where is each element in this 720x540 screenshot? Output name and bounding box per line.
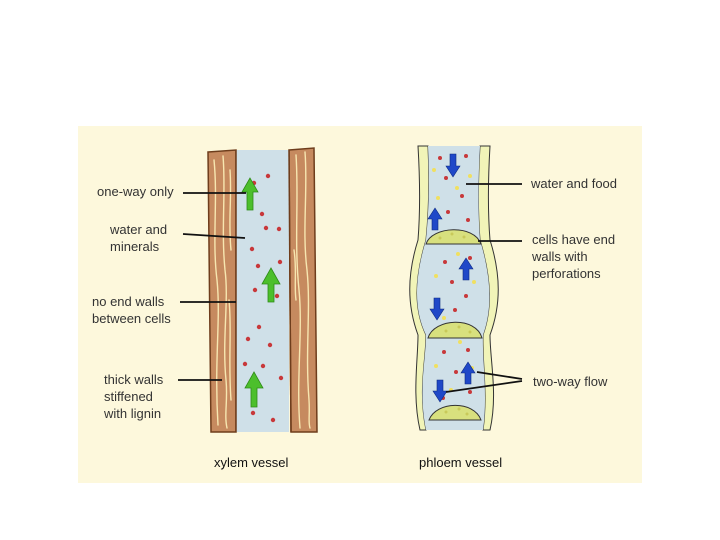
- arrow-up-icon: [261, 267, 281, 303]
- diagram-panel: [78, 126, 642, 483]
- arrow-down-icon: [429, 297, 445, 321]
- label-two-way-flow: two-way flow: [533, 374, 608, 389]
- arrow-up-icon: [458, 257, 474, 281]
- arrow-up-icon: [244, 371, 264, 408]
- label-water-and-food: water and food: [531, 176, 618, 191]
- label-thick-walls: thick walls stiffened with lignin: [104, 372, 164, 421]
- caption-phloem: phloem vessel: [419, 455, 503, 470]
- sieve-plate: [425, 229, 482, 245]
- arrow-down-icon: [432, 379, 448, 403]
- arrow-up-icon: [241, 177, 259, 211]
- xylem-right-wall: [288, 147, 318, 433]
- xylem-vessel: [207, 147, 318, 433]
- xylem-lumen: [236, 150, 289, 432]
- caption-xylem: xylem vessel: [214, 455, 289, 470]
- label-cells-have-end-walls: cells have end walls with perforations: [532, 232, 616, 281]
- leader-lines: [178, 183, 523, 393]
- label-water-and-minerals: water and minerals: [110, 222, 168, 254]
- xylem-particles: [242, 173, 284, 423]
- sieve-plate: [427, 321, 483, 339]
- arrow-up-icon: [460, 361, 476, 385]
- sieve-plate: [428, 405, 482, 421]
- label-no-end-walls: no end walls between cells: [92, 294, 171, 326]
- phloem-vessel: [409, 145, 499, 431]
- label-one-way-only: one-way only: [97, 184, 174, 199]
- arrow-down-icon: [445, 153, 461, 178]
- arrow-up-icon: [427, 207, 443, 231]
